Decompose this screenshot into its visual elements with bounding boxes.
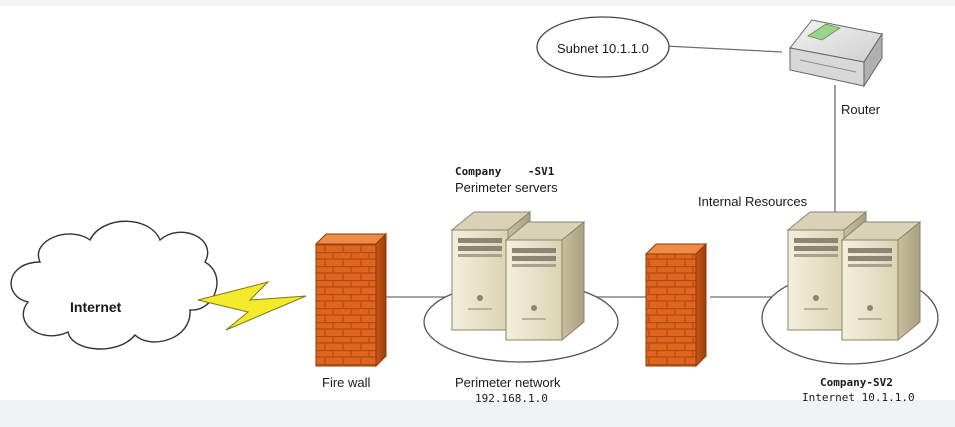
subnet-label: Subnet 10.1.1.0 — [557, 41, 649, 56]
bottom-band — [0, 400, 955, 427]
lightning-icon — [197, 281, 307, 331]
router-label: Router — [841, 102, 881, 117]
cloud-icon — [10, 220, 218, 350]
perimeter-network-label: Perimeter network — [455, 375, 561, 390]
router-icon — [789, 19, 883, 88]
internal-resources-label: Internal Resources — [698, 194, 808, 209]
edge-router-subnet — [664, 45, 783, 53]
internet-label: Internet — [70, 299, 122, 315]
perimeter-servers-label: Perimeter servers — [455, 180, 558, 195]
internal-server-icon — [787, 211, 921, 341]
firewall-icon — [314, 232, 388, 368]
perimeter-network-ip: 192.168.1.0 — [475, 392, 548, 405]
firewall-label: Fire wall — [322, 375, 371, 390]
internal-server-name: Company-SV2 — [820, 376, 893, 389]
internal-network-label: Internet 10.1.1.0 — [802, 391, 915, 404]
server-icon — [451, 211, 585, 341]
inner-firewall-icon — [644, 242, 708, 368]
perimeter-server-name: Company -SV1 — [455, 165, 555, 178]
top-band — [0, 0, 955, 6]
subnet-ellipse — [536, 16, 670, 78]
